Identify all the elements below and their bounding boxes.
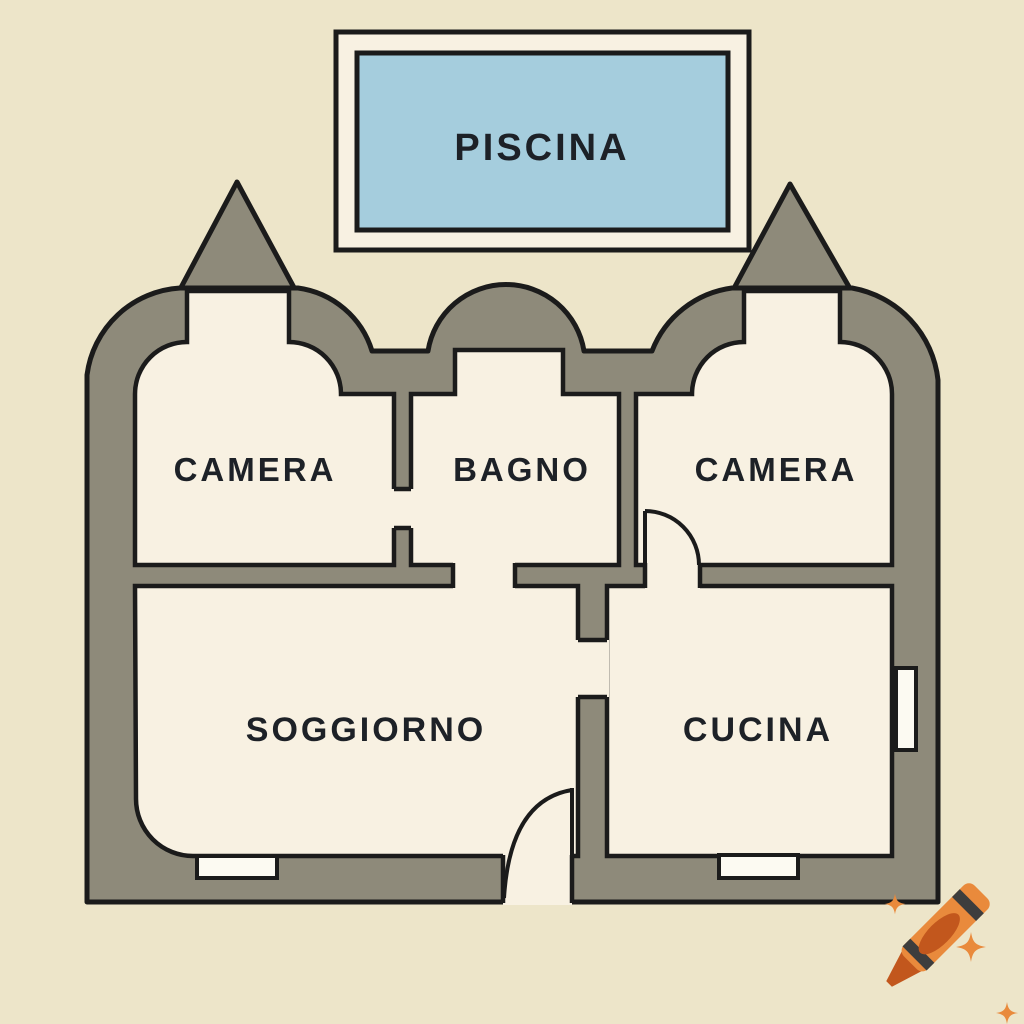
doorway-soggiorno-cucina [575, 637, 609, 700]
sparkle-icon [956, 932, 986, 962]
label-bagno: BAGNO [453, 451, 591, 488]
crayon-label-ellipse [918, 913, 960, 955]
doorway-camera-left-bagno [391, 486, 414, 531]
room-soggiorno [132, 583, 581, 859]
room-bagno [408, 347, 622, 568]
window-cucina-east [894, 666, 918, 752]
doorway-main-entrance [500, 853, 575, 905]
door-arc-camera-right [643, 509, 701, 566]
crayon-logo [884, 883, 1019, 1024]
sparkle-icon [884, 893, 906, 915]
crayon-band-left [902, 938, 935, 971]
room-camera-left [132, 288, 397, 568]
label-camera-right: CAMERA [695, 451, 858, 488]
label-soggiorno: SOGGIORNO [246, 711, 486, 749]
label-cucina: CUCINA [683, 711, 833, 749]
crayon-icon [886, 883, 990, 987]
pool-water [354, 50, 731, 233]
window-soggiorno-south [195, 854, 279, 880]
window-cucina-south [717, 853, 800, 880]
crayon-band-right [952, 889, 984, 921]
doorway-bagno-soggiorno [450, 562, 518, 589]
crayon-tip [886, 951, 922, 987]
pool: PISCINA [333, 29, 752, 253]
room-cucina [604, 583, 895, 859]
door-arc-main-entrance [502, 788, 574, 899]
pool-label: PISCINA [454, 127, 629, 169]
label-camera-left: CAMERA [174, 451, 337, 488]
doorway-camera-right-cucina [642, 562, 703, 589]
room-camera-right [633, 288, 895, 568]
sparkle-icon [995, 1001, 1019, 1024]
